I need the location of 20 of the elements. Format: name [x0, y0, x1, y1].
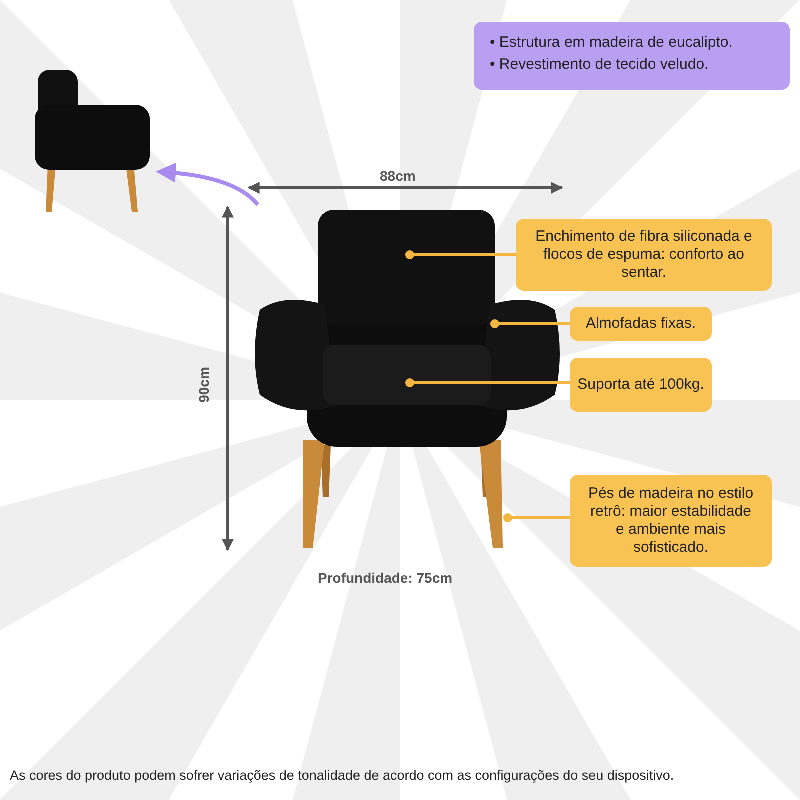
dimension-label: 88cm	[380, 168, 416, 184]
callout-box	[570, 307, 712, 341]
callout-text: Pés de madeira no estilo retrô: maior estabilidade e ambiente mais sofisticado.	[587, 485, 755, 557]
bullet-text: • Revestimento de tecido veludo.	[490, 55, 710, 75]
leader-line	[490, 320, 570, 328]
dimension-label: Profundidade: 75cm	[318, 570, 453, 586]
callout-box	[570, 475, 772, 567]
callout-text: Suporta até 100kg.	[578, 376, 704, 394]
info-panel	[474, 22, 790, 90]
leader-line	[406, 250, 516, 260]
callout-box	[570, 358, 712, 412]
leader-line	[504, 514, 570, 522]
callout-text: Enchimento de fibra siliconada e flocos de espuma: conforto ao sentar.	[534, 228, 754, 282]
leader-line	[406, 378, 570, 388]
disclaimer-note: As cores do produto podem sofrer variações de tonalidade de acordo com as configurações do seu dispositivo.	[10, 768, 674, 783]
callout-box	[516, 219, 772, 291]
bullet-text: • Estrutura em madeira de eucalipto.	[490, 33, 734, 53]
dimension-label: 90cm	[196, 367, 212, 403]
callout-text: Almofadas fixas.	[586, 315, 696, 333]
curved-arrow	[156, 163, 260, 206]
